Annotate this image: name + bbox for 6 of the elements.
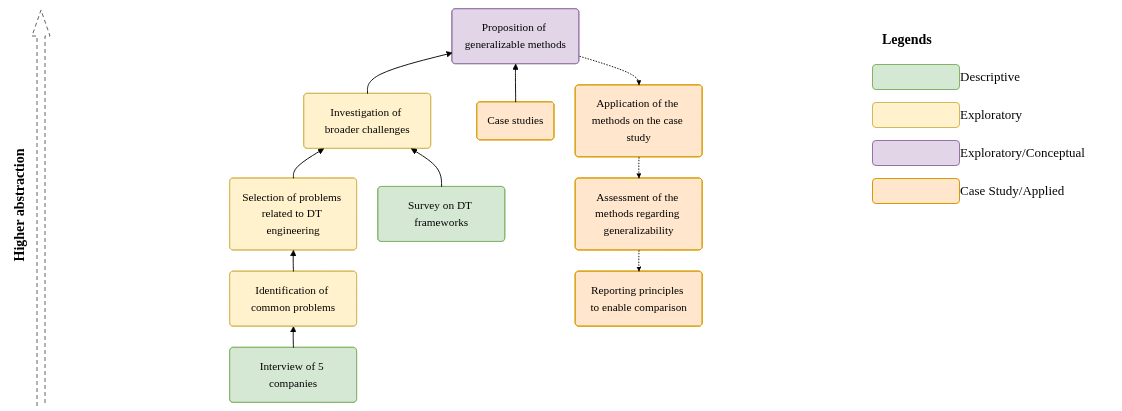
legend-label: Exploratory/Conceptual — [960, 145, 1085, 161]
legend-label: Case Study/Applied — [960, 183, 1065, 199]
legend-label: Exploratory — [960, 107, 1023, 123]
legend-label: Descriptive — [960, 69, 1020, 85]
axis-label: Higher abstraction — [12, 148, 28, 262]
legend-title: Legends — [882, 32, 932, 48]
